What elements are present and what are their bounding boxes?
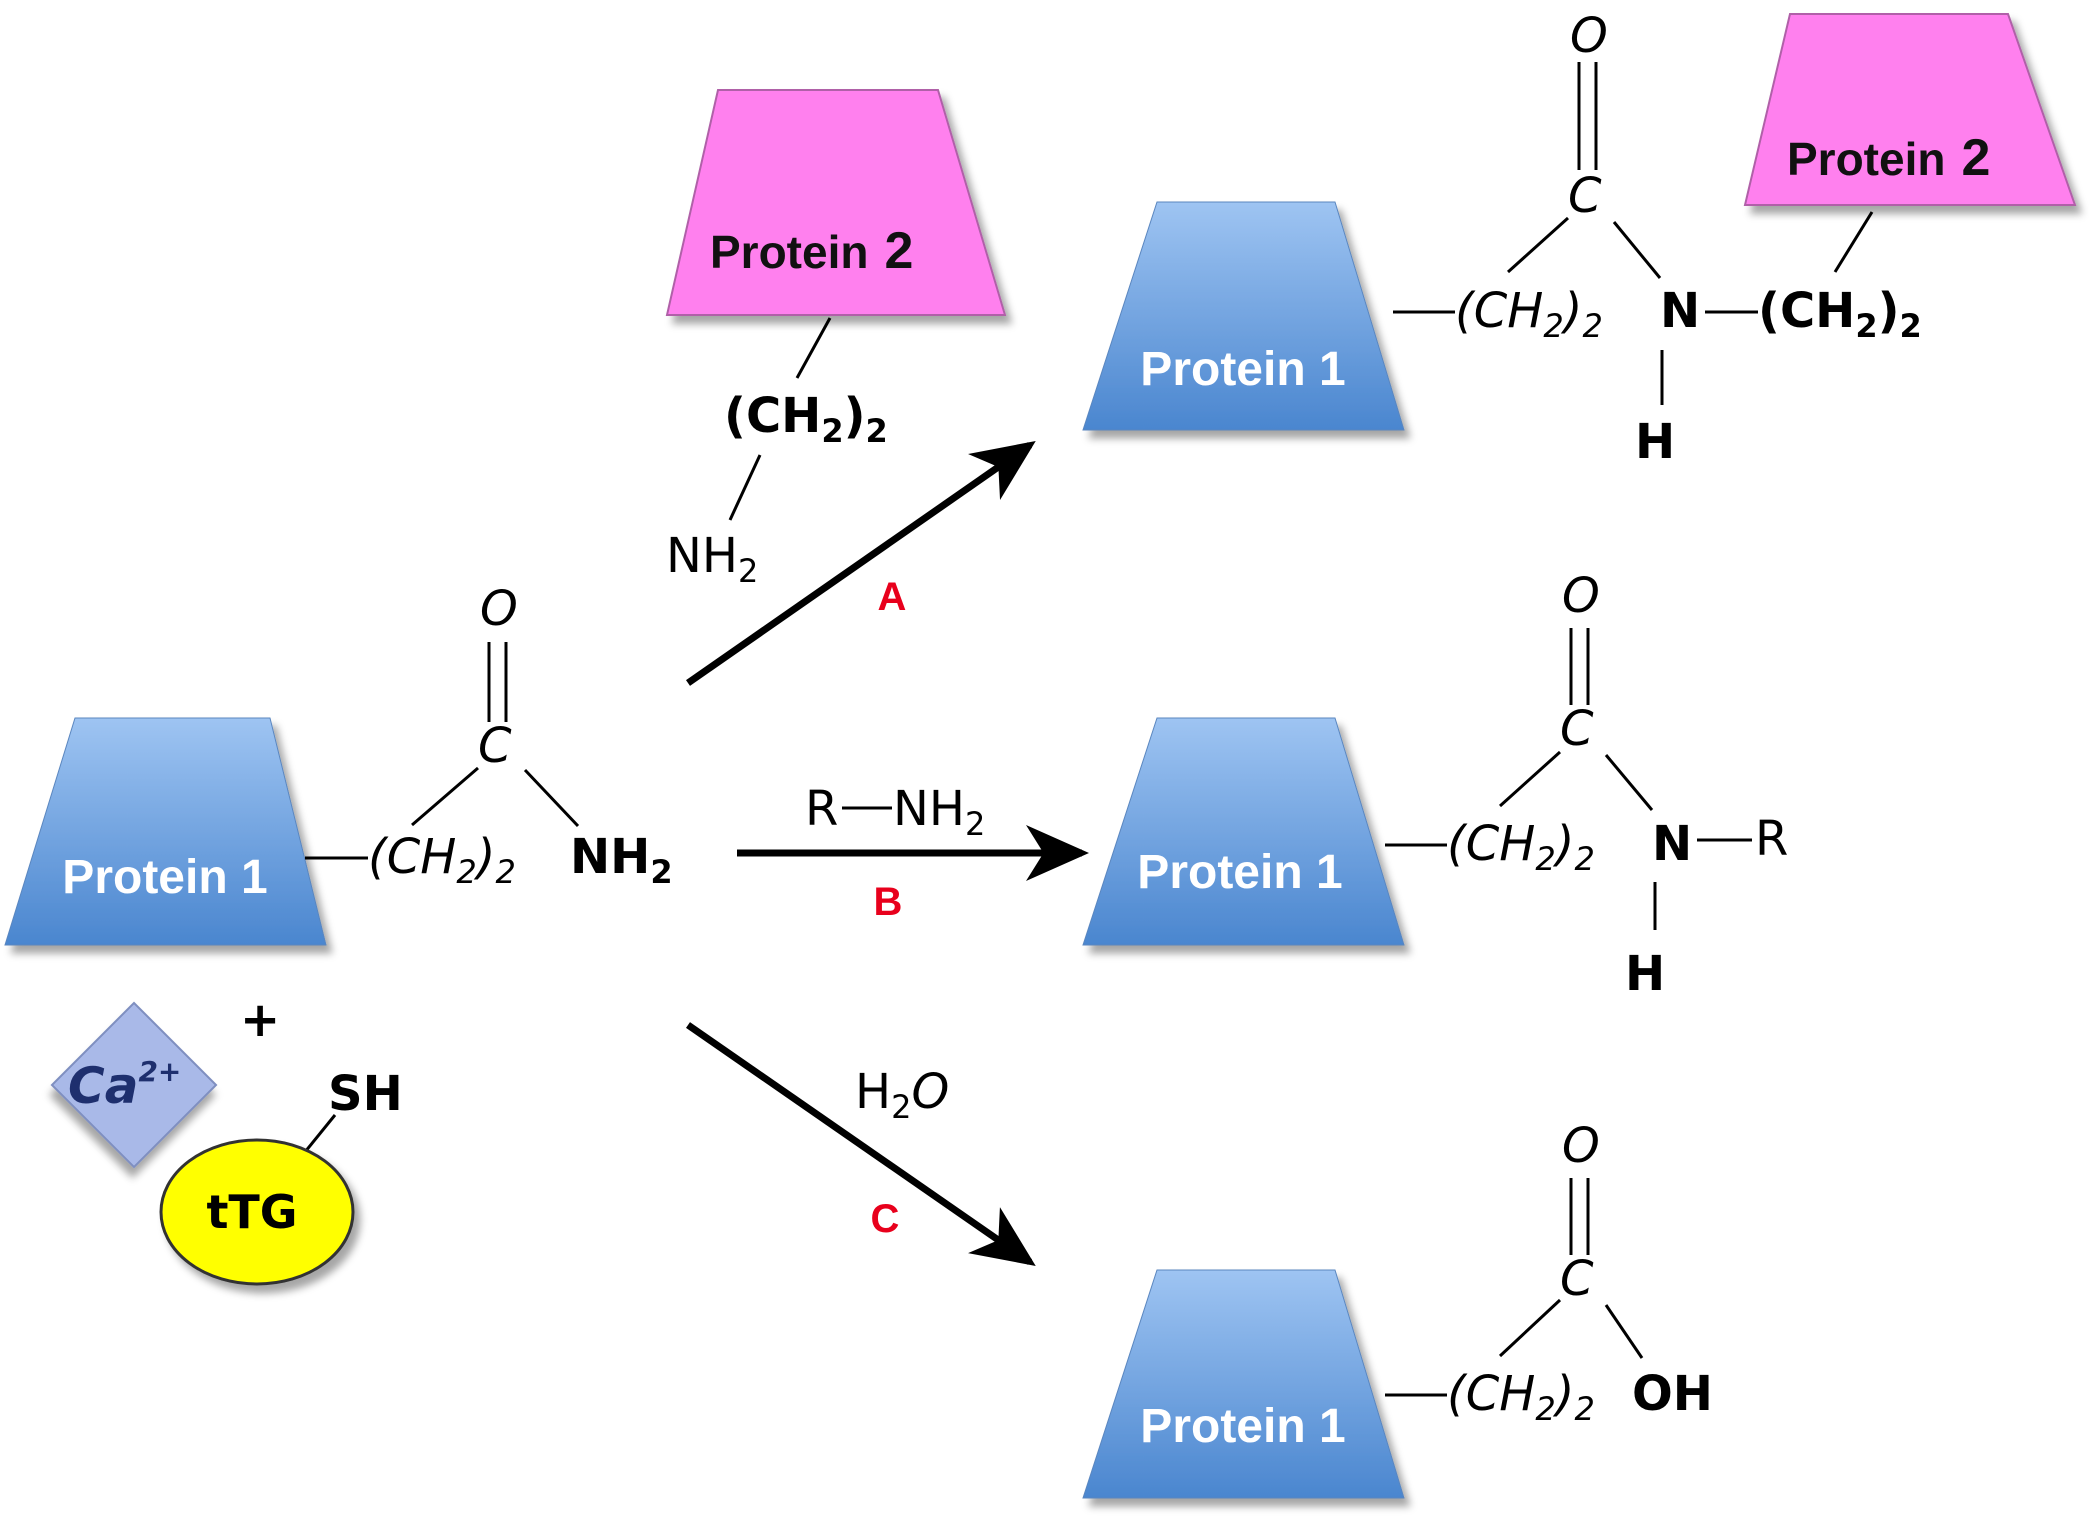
reactant-chain: (CH2)2 [368,829,516,891]
reagent-A-bond-1 [795,317,832,379]
product-A-bond-chain-protein2 [1833,211,1874,273]
reactant-amide: NH2 [570,829,673,891]
reagent-B-R: R [805,781,838,837]
reactant-plus-sign: + [240,992,280,1048]
reactant-protein1-shape [4,717,327,946]
reagent-C: H2O [855,1064,949,1126]
product-B-chain: (CH2)2 [1447,816,1595,878]
product-A-bond-chain-carbon [1506,216,1570,274]
product-A-carbon: C [1568,168,1602,224]
product-B-N: N [1652,816,1692,872]
calcium-ion-label: Ca2+ [68,1055,181,1115]
product-A-chain2: (CH2)2 [1758,283,1922,345]
arrow-C [686,1022,1036,1266]
product-B-oxygen: O [1562,568,1600,624]
product-A-chain: (CH2)2 [1455,283,1603,345]
product-B-bond-chain-carbon [1498,750,1562,808]
reaction-label-B: B [874,880,903,924]
product-B-protein1-shape [1082,717,1405,946]
product-B-bond-carbon-N [1604,754,1654,811]
reaction-label-C: C [871,1197,900,1241]
product-C-carbon: C [1560,1251,1594,1307]
enzyme-thiol-bond [303,1114,337,1153]
reactant-carbon: C [478,718,512,774]
product-B: Protein 1 (CH2)2 C O N R H [1082,568,1788,1002]
reagent-B-amine: NH2 [893,781,985,843]
reagent-protein2-shape [665,89,1007,316]
product-C-oxygen: O [1562,1118,1600,1174]
product-C: Protein 1 (CH2)2 C O OH [1082,1118,1713,1499]
product-C-protein1-label: Protein 1 [1140,1400,1345,1453]
reagent-C-water: H2O [855,1064,949,1126]
product-B-H: H [1625,946,1665,1002]
reaction-label-A: A [878,575,907,619]
product-A-protein1-label: Protein 1 [1140,343,1345,396]
reagent-A-chain: (CH2)2 [724,388,888,450]
product-A-oxygen: O [1570,8,1608,64]
reagent-A-bond-2 [728,454,762,521]
reactant-bond-chain-carbon [411,766,479,827]
product-A-protein2-shape [1743,13,2077,206]
reactant-oxygen: O [480,581,518,637]
reaction-arrows: A B C [686,441,1089,1266]
arrow-A [686,441,1036,686]
enzyme-tTG-shape [159,1138,355,1286]
product-C-protein1-shape [1082,1269,1405,1499]
product-A-H: H [1635,414,1675,470]
reactant-protein1-label: Protein 1 [62,851,267,904]
product-B-carbon: C [1560,701,1594,757]
reagent-B: R NH2 [805,781,985,843]
calcium-ion-shape [50,1001,218,1169]
product-B-R: R [1755,811,1788,867]
reactant-bond-carbon-amide [523,768,580,828]
enzyme-thiol: SH [328,1066,403,1122]
product-C-chain: (CH2)2 [1447,1366,1595,1428]
product-A-protein1-shape [1082,201,1405,431]
product-A-N: N [1660,283,1700,339]
product-A-bond-carbon-N [1612,221,1662,279]
enzyme-tTG-label: tTG [206,1185,297,1239]
product-B-protein1-label: Protein 1 [1137,846,1342,899]
reagent-A-amine: NH2 [666,528,758,590]
reactant-group: Protein 1 (CH2)2 C O NH2 + Ca2+ SH tTG [4,581,673,1286]
product-C-bond-chain-carbon [1498,1298,1562,1358]
product-C-OH: OH [1632,1366,1713,1422]
product-C-bond-carbon-OH [1604,1304,1644,1359]
